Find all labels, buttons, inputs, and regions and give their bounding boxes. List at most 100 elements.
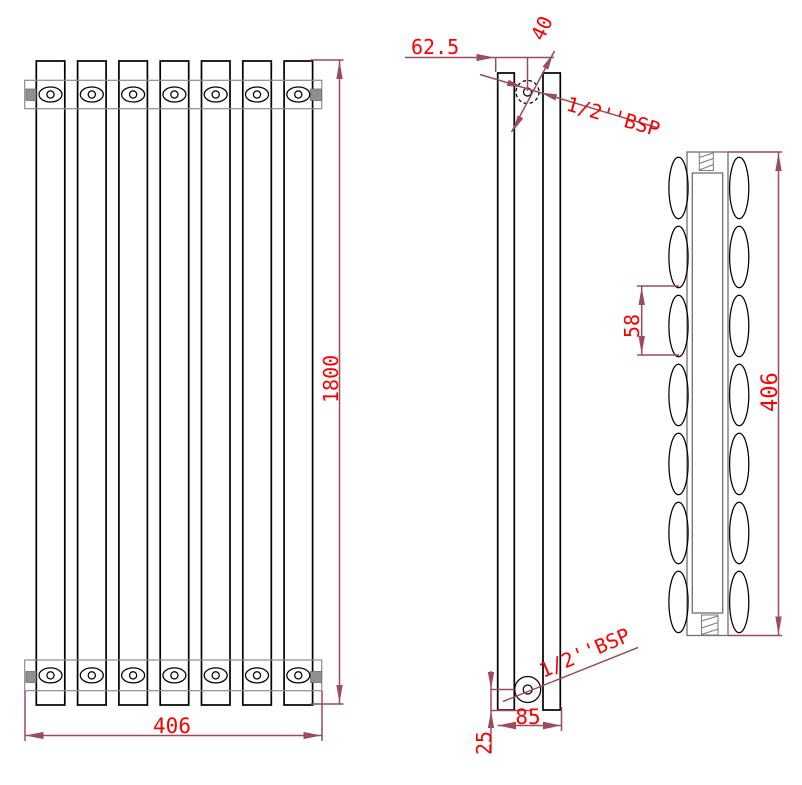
oval-slot — [286, 86, 311, 103]
radiator-tube — [35, 60, 66, 706]
arrowhead-up — [487, 711, 495, 728]
oval-tube — [728, 294, 750, 358]
dim-label-top-offset: 62.5 — [411, 35, 459, 59]
dim-inlet-40: 40 — [510, 12, 558, 133]
oval-slot — [79, 667, 104, 684]
arrowhead-right — [543, 721, 561, 730]
oval-slot-hole — [87, 671, 97, 680]
side-tube-front — [496, 72, 516, 711]
oval-slot-hole — [87, 90, 97, 99]
dim-label-bottom-offset: 25 — [472, 731, 496, 755]
arrowhead-left — [25, 731, 44, 740]
side-tube-rear — [542, 72, 562, 711]
radiator-tube — [118, 60, 149, 706]
profile-bottom-bracket — [701, 614, 719, 636]
oval-slot — [162, 667, 187, 684]
top-header-band — [24, 79, 323, 110]
oval-slot-hole — [211, 90, 220, 99]
arrowhead-up — [638, 287, 645, 305]
oval-tube — [668, 432, 689, 496]
bottom-bsp-connection — [514, 675, 542, 704]
oval-tube — [668, 501, 689, 565]
oval-slot-hole — [294, 90, 303, 99]
oval-slot-hole — [128, 90, 138, 99]
radiator-tube — [76, 60, 107, 706]
oval-tube — [668, 156, 689, 220]
oval-tube — [668, 225, 689, 289]
dim-width-406: 406 — [24, 691, 323, 741]
oval-tube — [728, 363, 750, 427]
radiator-tube — [283, 60, 314, 706]
profile-view: 58 406 — [620, 151, 783, 637]
radiator-tube — [241, 60, 273, 706]
dim-label-height: 1800 — [319, 355, 343, 403]
arrowhead-down-left — [513, 115, 524, 131]
dim-profile-height-406: 406 — [728, 151, 783, 637]
bottom-bsp-label: 1/2''BSP — [536, 623, 634, 683]
arrowhead-toward-circle — [506, 79, 523, 88]
arrowhead-up — [775, 153, 782, 171]
dim-label-inlet: 40 — [526, 12, 558, 44]
oval-tube — [728, 156, 750, 220]
profile-outer-body — [686, 151, 729, 637]
oval-slot-hole — [128, 671, 138, 680]
wall-bracket — [25, 88, 37, 101]
oval-slot — [38, 86, 63, 103]
arrowhead-down — [336, 685, 343, 703]
oval-slot — [79, 86, 104, 103]
dim-depth-85: 85 — [497, 705, 563, 731]
oval-tube — [728, 225, 750, 289]
side-view: 62.5 40 1/2''BSP 1/2''BSP 25 — [405, 12, 663, 755]
oval-tube — [728, 432, 750, 496]
front-view: 1800 406 — [24, 59, 344, 741]
oval-tube — [728, 570, 750, 634]
dim-label-profile-height: 406 — [758, 372, 783, 412]
oval-slot-hole — [211, 671, 220, 680]
oval-slot-hole — [294, 671, 303, 680]
wall-bracket — [25, 671, 37, 683]
bracket-outline — [698, 151, 714, 171]
dim-top-offset-62-5: 62.5 — [405, 35, 554, 91]
profile-left-ovals — [668, 156, 689, 634]
dim-tube-pitch-58: 58 — [620, 285, 679, 356]
profile-inner-body — [691, 172, 724, 614]
arrowhead-down — [487, 672, 495, 689]
oval-slot — [244, 86, 270, 103]
dim-height-1800: 1800 — [310, 59, 344, 705]
profile-right-ovals — [728, 156, 750, 634]
bracket-outline — [701, 614, 719, 636]
oval-tube — [668, 294, 689, 358]
oval-slot — [162, 86, 187, 103]
top-bsp-callout: 1/2''BSP — [479, 73, 663, 142]
top-bsp-label: 1/2''BSP — [564, 92, 663, 142]
oval-slot — [244, 667, 270, 684]
arrowhead-up — [336, 61, 343, 79]
arrowhead-down — [775, 616, 782, 635]
front-tubes — [35, 60, 314, 706]
dim-label-tube-pitch: 58 — [620, 314, 644, 338]
oval-slot-hole — [252, 90, 262, 99]
arrowhead-toward-circle — [541, 92, 558, 101]
bracket-hatch — [701, 615, 719, 635]
radiator-tube — [159, 60, 190, 706]
wall-bracket — [310, 671, 323, 683]
oval-slot — [286, 667, 311, 684]
bottom-header-ovals — [38, 667, 311, 684]
arrowhead-down — [638, 336, 645, 354]
profile-top-bracket — [698, 151, 714, 171]
radiator-tube — [200, 60, 231, 706]
oval-slot-hole — [46, 671, 55, 680]
arrowhead-right — [476, 53, 495, 62]
wall-bracket — [310, 88, 323, 101]
oval-slot — [203, 86, 228, 103]
oval-tube — [728, 501, 750, 565]
arrowhead-left — [498, 721, 516, 730]
arrowhead-up-right — [542, 54, 553, 70]
leader-line — [502, 646, 639, 703]
oval-slot — [38, 667, 63, 684]
oval-slot-hole — [252, 671, 262, 680]
dim-label-width: 406 — [153, 714, 191, 738]
bracket-hatch — [699, 152, 714, 171]
